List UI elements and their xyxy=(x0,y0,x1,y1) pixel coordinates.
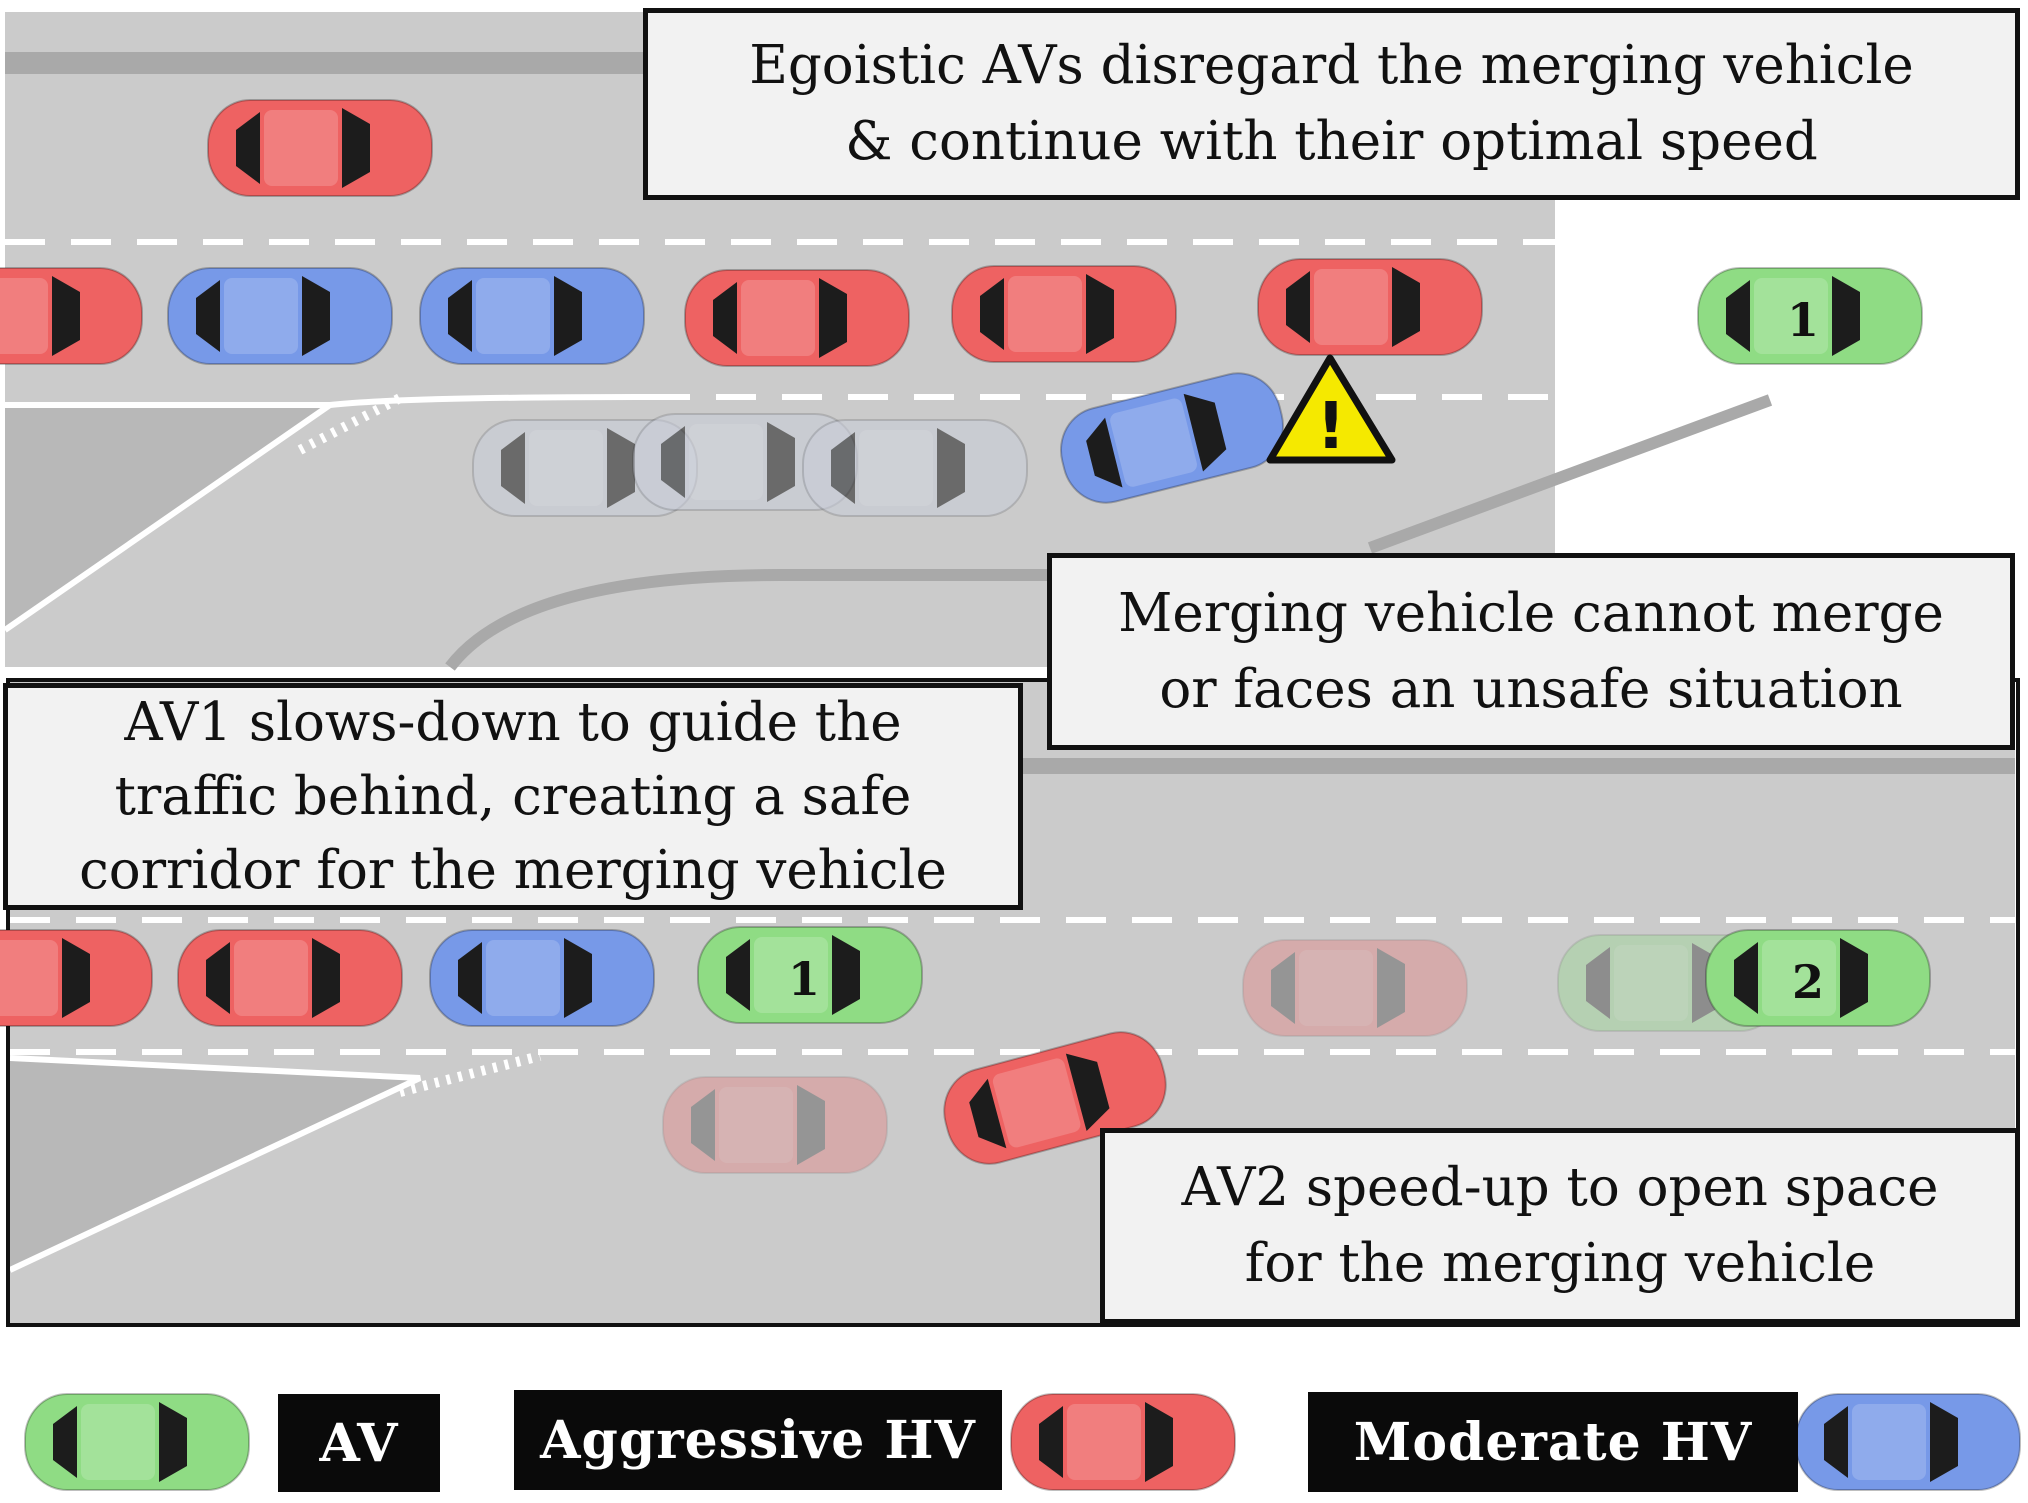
aggressive-hv-car xyxy=(0,929,153,1027)
warning-icon xyxy=(1266,354,1396,464)
ghost-merging-car xyxy=(802,419,1028,517)
ghost-aggressive-car xyxy=(1242,939,1468,1037)
moderate-hv-car xyxy=(429,929,655,1027)
aggressive-hv-car xyxy=(1257,258,1483,356)
moderate-hv-car xyxy=(167,267,393,365)
moderate-hv-car xyxy=(419,267,645,365)
av-number-label: 2 xyxy=(1792,955,1824,1009)
aggressive-hv-car xyxy=(207,99,433,197)
aggressive-hv-car xyxy=(951,265,1177,363)
legend-label-moderate-hv: Moderate HV xyxy=(1308,1392,1798,1492)
av-number-label: 1 xyxy=(1787,293,1819,347)
legend-label-av: AV xyxy=(278,1394,440,1492)
callout-line: corridor for the merging vehicle xyxy=(79,839,947,901)
aggressive-hv-car xyxy=(0,267,143,365)
aggressive-hv-car xyxy=(177,929,403,1027)
aggressive-hv-car xyxy=(684,269,910,367)
callout-line: & continue with their optimal speed xyxy=(845,111,1818,172)
callout-line: or faces an unsafe situation xyxy=(1159,658,1903,720)
warning-symbol: ! xyxy=(1316,390,1345,464)
callout-av2-speed-up: AV2 speed-up to open space for the mergi… xyxy=(1100,1128,2020,1324)
legend-aggressive-hv-car xyxy=(1010,1393,1236,1491)
callout-line: AV1 slows-down to guide the xyxy=(124,691,902,753)
panel-2-vehicles: 1 2 xyxy=(0,926,1931,1175)
panel-1-vehicles: 1 ! xyxy=(0,99,1923,517)
callout-av1-slows-down: AV1 slows-down to guide the traffic behi… xyxy=(3,683,1023,910)
callout-line: Merging vehicle cannot merge xyxy=(1118,582,1944,644)
callout-egoistic-avs: Egoistic AVs disregard the merging vehic… xyxy=(643,8,2020,200)
ghost-merging-car xyxy=(662,1076,888,1174)
legend-av-car xyxy=(24,1393,250,1491)
callout-unsafe-merge: Merging vehicle cannot merge or faces an… xyxy=(1047,553,2015,750)
legend-label-aggressive-hv: Aggressive HV xyxy=(514,1390,1002,1490)
callout-line: traffic behind, creating a safe xyxy=(114,765,912,827)
callout-line: AV2 speed-up to open space xyxy=(1181,1157,1939,1218)
legend-moderate-hv-car xyxy=(1795,1393,2021,1491)
av-number-label: 1 xyxy=(788,952,820,1006)
callout-line: Egoistic AVs disregard the merging vehic… xyxy=(749,35,1914,96)
callout-line: for the merging vehicle xyxy=(1244,1233,1876,1294)
